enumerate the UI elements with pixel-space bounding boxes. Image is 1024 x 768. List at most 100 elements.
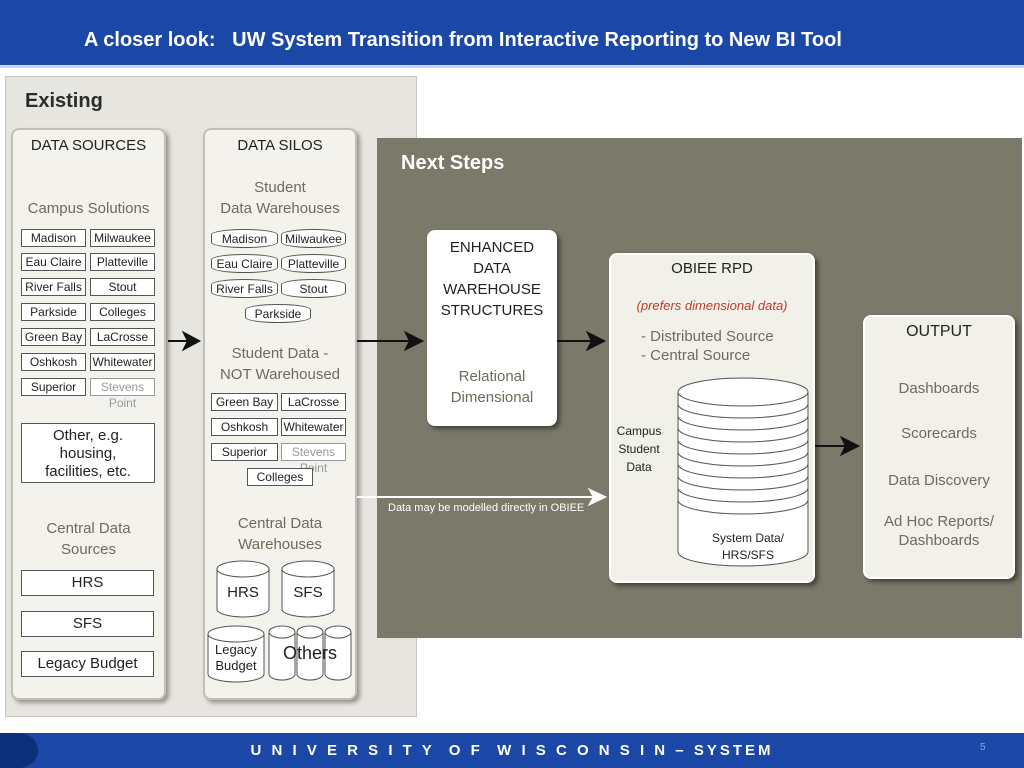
other-line-3: facilities, etc. xyxy=(45,463,131,480)
central-dw-sfs: SFS xyxy=(293,584,323,601)
data-silos-heading: DATA SILOS xyxy=(237,137,323,154)
campus-data-cylinder-stack xyxy=(677,377,809,567)
others-cylinder-3-top xyxy=(324,625,352,639)
campus-label-2: Student xyxy=(618,442,660,456)
silo-parkside: Parkside xyxy=(245,304,311,323)
silo-river-falls: River Falls xyxy=(211,279,278,298)
other-line-1: Other, e.g. xyxy=(52,427,124,444)
footer-ornament xyxy=(0,733,38,768)
silo-lacrosse: LaCrosse xyxy=(281,393,346,411)
central-dw-cylinders xyxy=(207,560,352,683)
next-steps-title: Next Steps xyxy=(401,152,505,174)
data-sources-heading: DATA SOURCES xyxy=(30,137,147,154)
enhanced-dw-box xyxy=(427,230,557,426)
central-dw-line-2: Warehouses xyxy=(238,536,322,553)
system-data-label: System Data/ HRS/SFS xyxy=(700,530,796,564)
header-bar xyxy=(0,0,1024,68)
campus-label-3: Data xyxy=(626,460,652,474)
source-lacrosse: LaCrosse xyxy=(90,328,155,346)
others-cylinder-3-shape xyxy=(324,632,352,681)
others-cylinder-1-shape xyxy=(268,632,296,681)
source-hrs: HRS xyxy=(21,570,154,596)
others-cylinder-2-shape xyxy=(296,632,324,681)
legacy-cylinder-shape xyxy=(207,634,265,683)
legacy-budget-line-1: Legacy xyxy=(215,642,257,657)
silo-colleges: Colleges xyxy=(247,468,313,486)
enhanced-dw-sub: Relational Dimensional xyxy=(427,366,557,408)
arrow-direct-head xyxy=(587,487,608,507)
arrow-obiee-to-output-head xyxy=(839,435,861,457)
silo-green-bay: Green Bay xyxy=(211,393,278,411)
stack-ring-5 xyxy=(677,451,809,467)
legacy-budget-line-2: Budget xyxy=(215,658,257,673)
silo-whitewater: Whitewater xyxy=(281,418,346,436)
enhanced-sub-2: Dimensional xyxy=(450,389,534,406)
source-parkside: Parkside xyxy=(21,303,86,321)
output-box xyxy=(863,315,1015,579)
source-eau-claire: Eau Claire xyxy=(21,253,86,271)
source-colleges: Colleges xyxy=(90,303,155,321)
not-warehoused-line-1: Student Data - xyxy=(231,345,329,362)
stack-ring-4 xyxy=(677,439,809,455)
existing-title: Existing xyxy=(25,90,103,112)
silo-eau-claire: Eau Claire xyxy=(211,254,278,273)
enhanced-line-2: DATA xyxy=(473,260,511,277)
silo-superior: Superior xyxy=(211,443,278,461)
campus-student-data-label: Campus Student Data xyxy=(614,422,664,476)
student-dw-line-2: Data Warehouses xyxy=(220,200,340,217)
central-data-sources-line-1: Central Data xyxy=(46,520,131,537)
silo-oshkosh: Oshkosh xyxy=(211,418,278,436)
enhanced-line-1: ENHANCED xyxy=(449,239,535,256)
source-whitewater: Whitewater xyxy=(90,353,155,371)
obiee-bullet-1: - Distributed Source xyxy=(641,328,774,345)
not-warehoused-line-2: NOT Warehoused xyxy=(219,366,341,383)
enhanced-line-4: STRUCTURES xyxy=(440,302,544,319)
source-sfs: SFS xyxy=(21,611,154,637)
silo-milwaukee: Milwaukee xyxy=(281,229,346,248)
output-scorecards: Scorecards xyxy=(901,425,977,442)
obiee-bullet-2: - Central Source xyxy=(641,347,751,364)
not-warehoused-label: Student Data - NOT Warehoused xyxy=(203,343,357,385)
stack-cylinder-body xyxy=(677,392,809,567)
obiee-bullets: - Distributed Source - Central Source xyxy=(641,327,774,365)
hrs-cylinder-shape xyxy=(216,569,270,618)
stack-ring-3 xyxy=(677,427,809,443)
sfs-cylinder-shape xyxy=(281,569,335,618)
output-dashboards: Dashboards xyxy=(898,380,980,397)
arrow-enhanced-to-obiee-head xyxy=(585,330,607,352)
enhanced-dw-title: ENHANCED DATA WAREHOUSE STRUCTURES xyxy=(427,237,557,321)
campus-label-1: Campus xyxy=(616,424,662,438)
other-sources-box: Other, e.g. housing, facilities, etc. xyxy=(21,423,155,483)
student-dw-line-1: Student xyxy=(254,179,306,196)
stack-ring-2 xyxy=(677,415,809,431)
output-ad-hoc: Ad Hoc Reports/ Dashboards xyxy=(883,513,995,549)
central-data-sources-label: Central Data Sources xyxy=(11,518,166,560)
others-cylinder-1-top xyxy=(268,625,296,639)
source-stout: Stout xyxy=(90,278,155,296)
stack-ring-1 xyxy=(677,403,809,419)
enhanced-sub-1: Relational xyxy=(458,368,526,385)
footer-title: U N I V E R S I T Y O F W I S C O N S I … xyxy=(250,742,774,759)
sfs-cylinder-top xyxy=(281,560,335,578)
slide-title: A closer look: UW System Transition from… xyxy=(84,29,842,51)
output-title: OUTPUT xyxy=(906,323,972,340)
source-milwaukee: Milwaukee xyxy=(90,229,155,247)
arrow-silos-to-enhanced-head xyxy=(403,330,425,352)
source-legacy-budget: Legacy Budget xyxy=(21,651,154,677)
central-dw-hrs: HRS xyxy=(227,584,259,601)
source-superior: Superior xyxy=(21,378,86,396)
system-data-line-2: HRS/SFS xyxy=(721,548,774,562)
obiee-rpd-title: OBIEE RPD xyxy=(671,260,753,277)
direct-modelling-note: Data may be modelled directly in OBIEE xyxy=(388,502,585,514)
source-platteville: Platteville xyxy=(90,253,155,271)
source-stevens-point: Stevens Point xyxy=(90,378,155,410)
central-data-sources-line-2: Sources xyxy=(60,541,117,558)
stack-cylinder-top xyxy=(677,377,809,407)
obiee-note: (prefers dimensional data) xyxy=(636,298,788,313)
campus-solutions-label: Campus Solutions xyxy=(27,200,150,217)
student-dw-label: Student Data Warehouses xyxy=(203,177,357,219)
central-dw-line-1: Central Data xyxy=(237,515,323,532)
stack-ring-9 xyxy=(677,499,809,515)
others-silo-label: Others xyxy=(282,643,338,663)
